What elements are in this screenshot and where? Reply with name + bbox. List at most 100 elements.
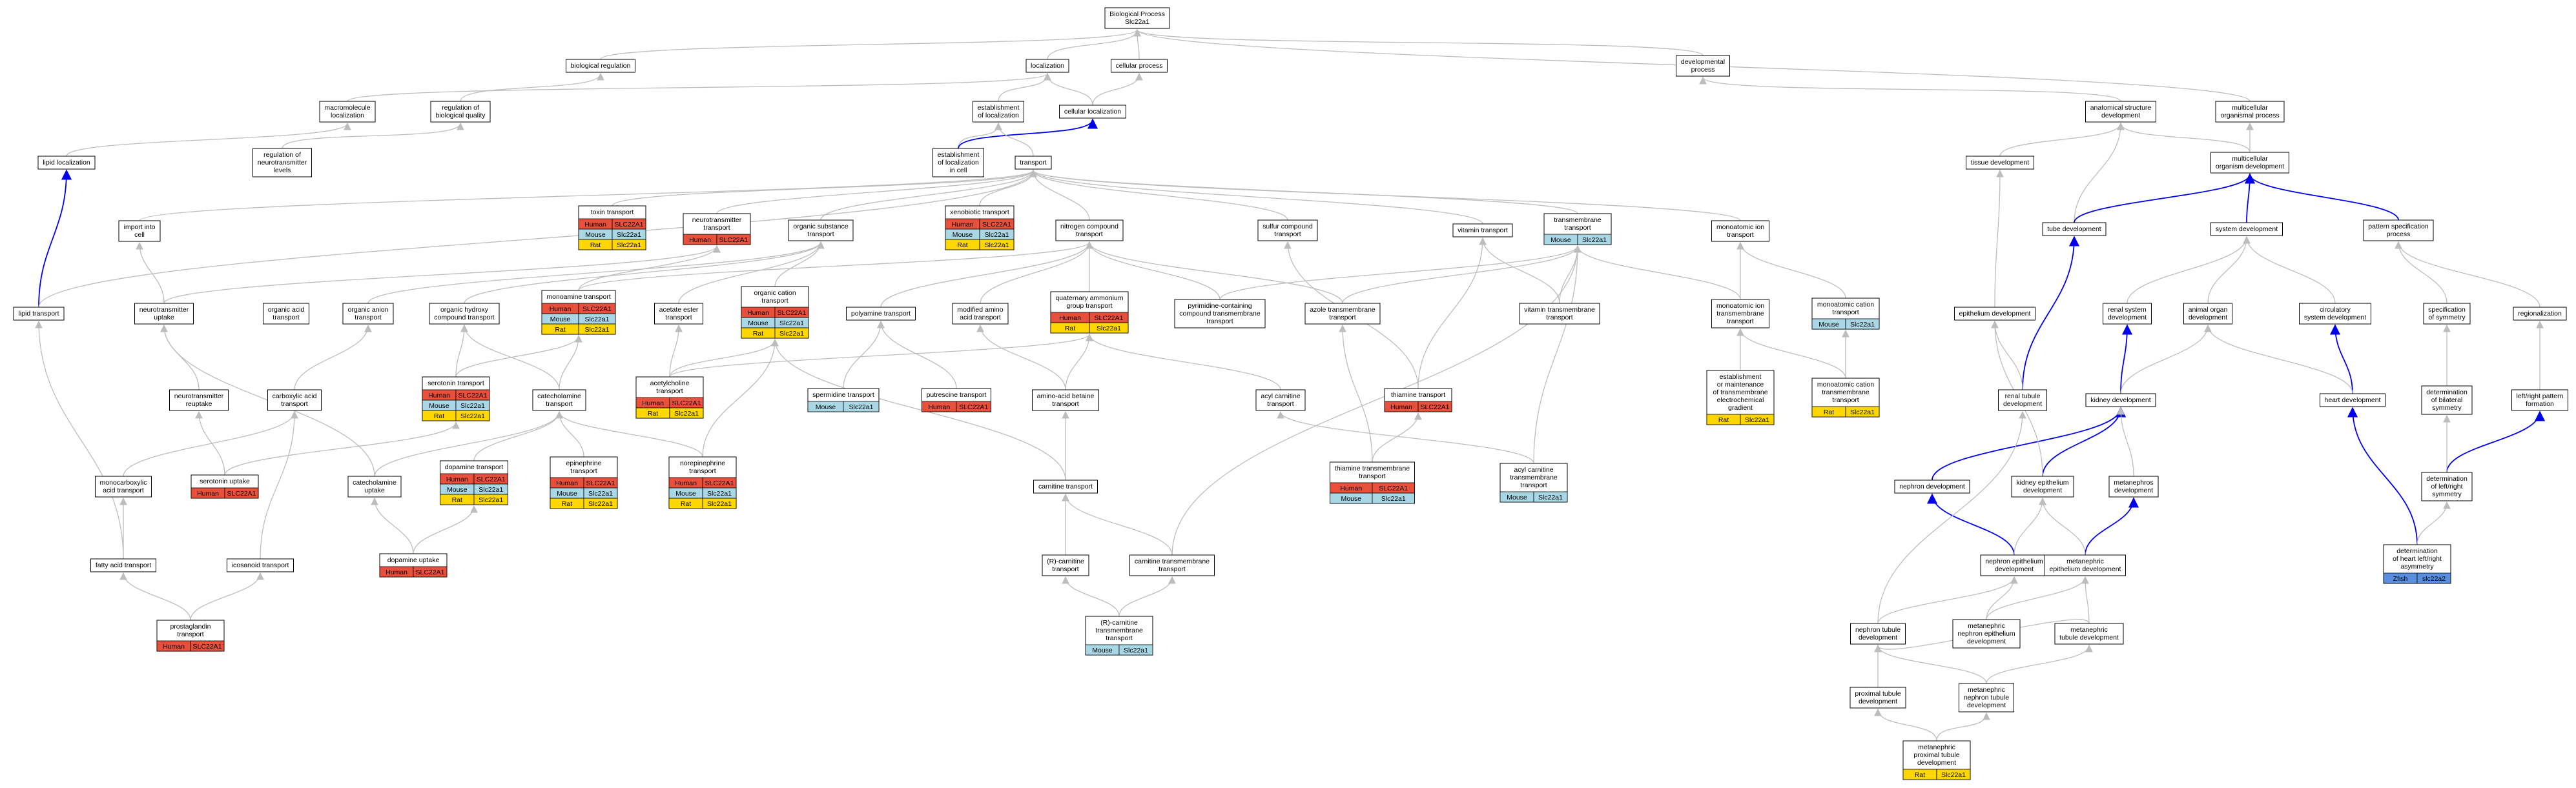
node-kidneydev[interactable]: kidney development <box>2085 393 2156 407</box>
node-fattyacidtr[interactable]: fatty acid transport <box>90 558 156 572</box>
node-vitamintr[interactable]: vitamin transport <box>1452 223 1513 237</box>
node-lipidloc[interactable]: lipid localization <box>37 156 96 170</box>
node-lipidtr[interactable]: lipid transport <box>13 307 65 321</box>
node-sysdev[interactable]: system development <box>2210 222 2283 236</box>
node-label: development <box>1859 634 1897 642</box>
node-acylcarnitinetmtr[interactable]: acyl carnitinetransmembranetransportMous… <box>1499 463 1568 503</box>
node-nephrondev[interactable]: nephron development <box>1894 480 1970 494</box>
node-icosanoidtr[interactable]: icosanoid transport <box>227 558 294 572</box>
node-epidev[interactable]: epithelium development <box>1954 307 2035 321</box>
node-label: transport <box>1052 400 1079 408</box>
node-monocationtmtr[interactable]: monoatomic cationtransmembranetransportR… <box>1811 378 1880 418</box>
node-regionalization[interactable]: regionalization <box>2513 307 2567 321</box>
node-transport[interactable]: transport <box>1015 156 1052 170</box>
node-rcarnitinetmtr[interactable]: (R)-carnitinetransmembranetransportMouse… <box>1085 616 1153 656</box>
node-cellloc[interactable]: cellular localization <box>1059 105 1126 119</box>
node-cellproc[interactable]: cellular process <box>1111 59 1168 73</box>
node-tissuedev[interactable]: tissue development <box>1966 156 2034 170</box>
node-bioreg[interactable]: biological regulation <box>566 59 635 73</box>
node-tubedev[interactable]: tube development <box>2042 222 2107 236</box>
node-heartdev[interactable]: heart development <box>2320 393 2385 407</box>
node-localization[interactable]: localization <box>1025 59 1069 73</box>
node-polyaminetr[interactable]: polyamine transport <box>846 307 916 321</box>
node-carnitinetr[interactable]: carnitine transport <box>1033 480 1098 494</box>
